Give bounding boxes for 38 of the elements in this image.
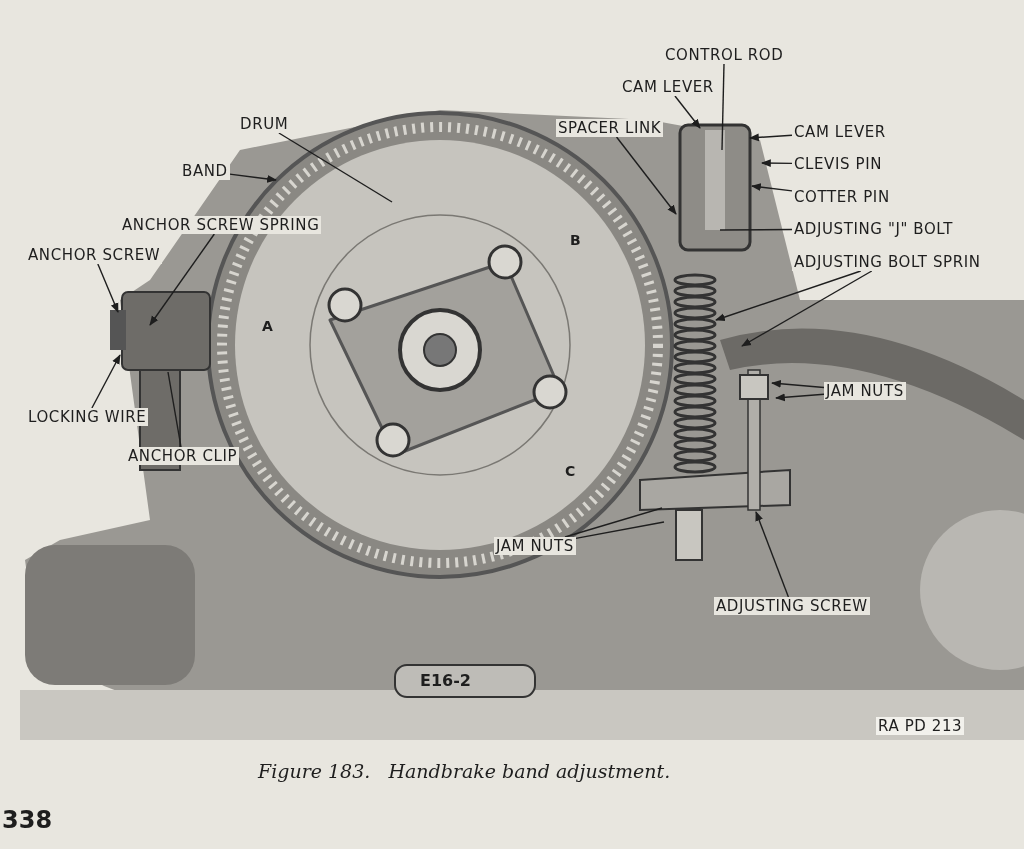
leader-line <box>575 521 665 540</box>
part-label: ANCHOR SCREW <box>26 246 163 264</box>
leader-line <box>721 63 725 151</box>
leader-line <box>751 183 793 192</box>
drum-mark-letter: A <box>262 318 273 334</box>
figure-caption: Figure 183. Handbrake band adjustment. <box>258 760 671 782</box>
leader-line <box>749 133 793 142</box>
leader-line <box>674 95 701 129</box>
drum-mark-letter: B <box>570 232 581 248</box>
leader-line <box>278 132 393 203</box>
leader-line <box>149 233 216 326</box>
leader-line <box>775 393 825 402</box>
leader-line <box>741 270 873 347</box>
leader-line <box>771 379 825 389</box>
part-label: ADJUSTING SCREW <box>714 597 870 615</box>
leader-line <box>761 159 793 168</box>
drum-mark-letter: C <box>565 463 576 479</box>
part-label: ANCHOR CLIP <box>126 447 240 465</box>
leader-line <box>167 371 182 448</box>
part-label: BAND <box>180 162 230 180</box>
leader-line <box>719 228 793 231</box>
part-label: ANCHOR SCREW SPRING <box>120 216 322 234</box>
part-label: CAM LEVER <box>620 78 716 96</box>
part-label: JAM NUTS <box>824 382 906 400</box>
part-label: JAM NUTS <box>494 537 576 555</box>
leader-line <box>715 270 862 321</box>
leader-line <box>97 263 119 313</box>
leader-line <box>755 511 790 598</box>
casting-number: E16-2 <box>420 673 471 689</box>
part-label: LOCKING WIRE <box>26 408 149 426</box>
leader-line <box>564 507 663 538</box>
leader-line <box>91 354 121 409</box>
figure-code: RA PD 213 <box>876 717 965 735</box>
page-number: 338 <box>2 806 53 834</box>
part-label: SPACER LINK <box>556 119 664 137</box>
leader-line <box>229 173 277 183</box>
leader-line <box>615 136 677 215</box>
part-label: ADJUSTING "J" BOLT <box>792 220 955 238</box>
